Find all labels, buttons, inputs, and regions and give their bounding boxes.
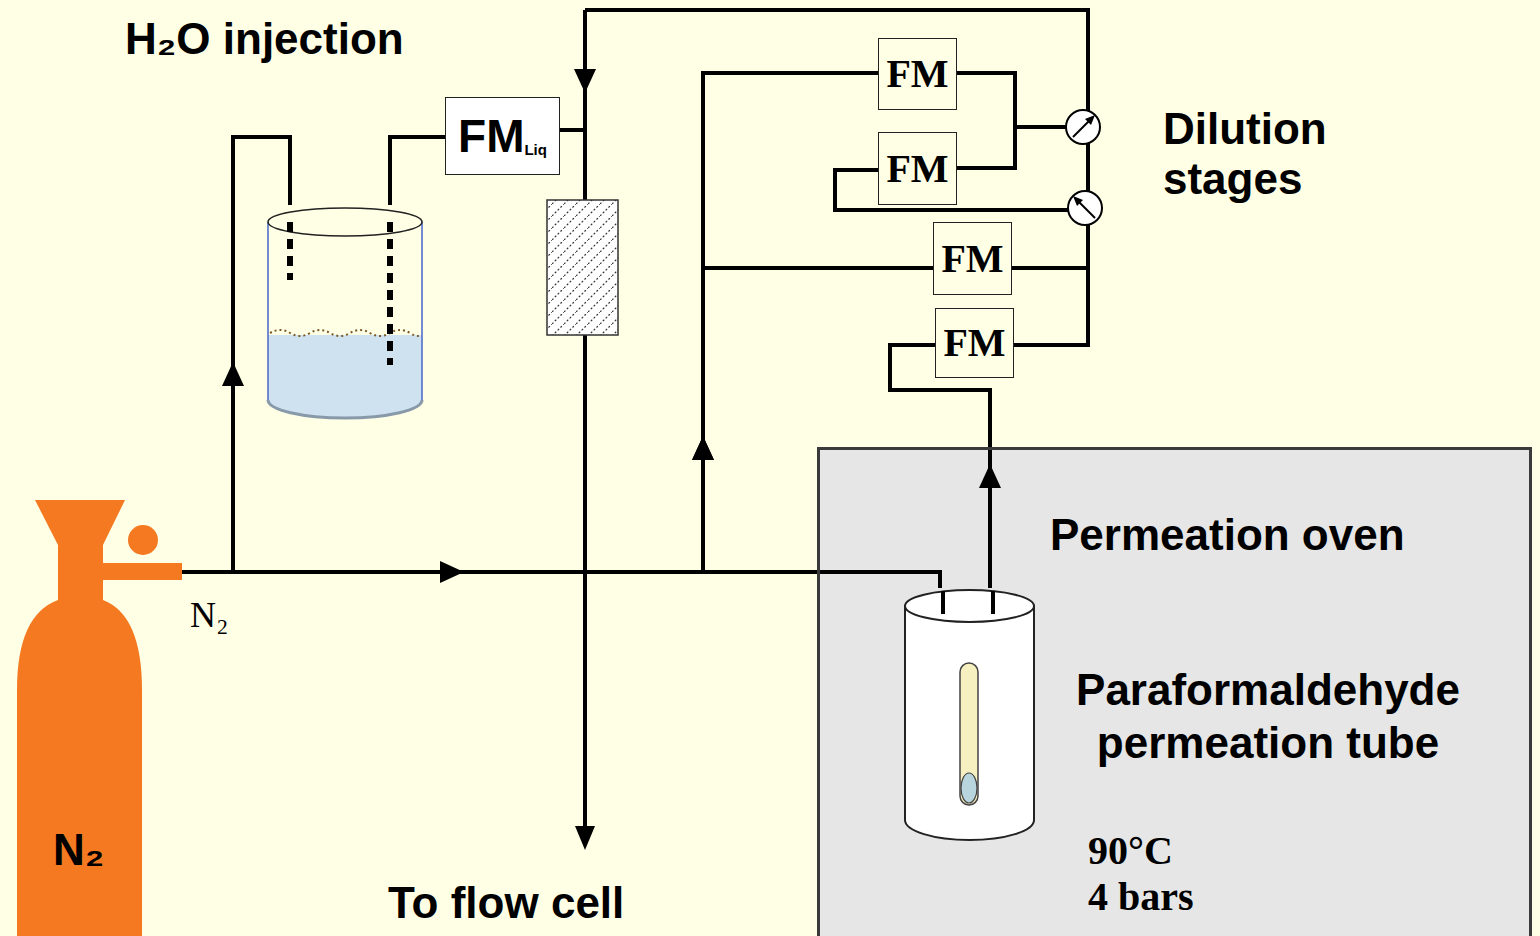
node-text: Paraformaldehyde permeation tube [1048,664,1488,770]
gauge-needle [1078,201,1095,218]
beaker-bottom [268,400,422,418]
pressure-gauge [1066,110,1100,144]
permeation-vessel-shape [903,588,1036,843]
flow-meter-box: FM [878,132,957,205]
pipe [1010,266,1088,270]
pipe-connector [182,572,940,588]
permeation-vessel: Paraformaldehyde permeation tube [903,588,1036,843]
beaker-wall [421,222,423,400]
paraformaldehyde-charge [961,773,977,803]
arrowhead [574,69,596,93]
node-text: FM [458,113,524,159]
node-text: N₂ [53,826,104,874]
dip-tube [387,222,393,365]
outlet-label: To flow cell [388,878,624,928]
permeation-tube [960,663,978,805]
arrowhead [692,436,714,460]
flow-meter-box: FM [878,38,957,110]
pipe-connector [890,345,990,588]
pressure-gauge [1068,191,1102,225]
gauge-needle [1073,120,1090,137]
node-text: FM [943,323,1005,363]
flow-meter-box: FMLiq [445,97,560,175]
arrowhead [440,561,464,583]
arrowhead [692,436,714,460]
pipe [390,137,445,205]
node-text: FM [941,239,1003,279]
pipe [1015,125,1070,129]
subscript-text: Liq [524,142,547,157]
section-title: Dilution stages [1163,104,1403,204]
pipe [583,10,587,832]
beaker-wall [267,222,269,400]
water [268,335,422,418]
pipe-connector [182,73,878,572]
oven-ground [817,447,1532,936]
vessel-body [905,606,1034,840]
flow-meter-box: FM [933,222,1012,295]
vessel-lid [905,590,1034,622]
pipe [585,10,1088,345]
permeation-oven: Paraformaldehyde permeation tube Permeati… [817,447,1532,936]
node-text: Permeation oven [1050,510,1405,561]
node-text: FM [886,54,948,94]
gauge-needle [1085,115,1095,125]
gas-cylinder: N₂ [17,500,182,936]
inlet-stub [941,591,945,614]
water-surface [270,330,420,336]
arrowhead [979,464,1001,488]
pipe-connector [182,268,933,572]
node-text: 4 bars [1088,874,1194,920]
pipe-connector [957,73,1015,168]
arrowhead [575,826,595,850]
outlet-stub [991,591,995,614]
dip-tube [287,222,293,280]
valve-knob [128,525,158,555]
node-text: 90°C [1088,828,1173,874]
section-title: H₂O injection [125,14,404,64]
node-text: FM [886,149,948,189]
valve-outlet [100,563,182,580]
flow-meter-box: FM [935,308,1014,378]
gauge-needle [1073,196,1083,206]
arrowhead [222,362,244,386]
pipe [560,128,585,132]
filter [547,200,618,335]
gas-label: N₂ [190,594,229,636]
